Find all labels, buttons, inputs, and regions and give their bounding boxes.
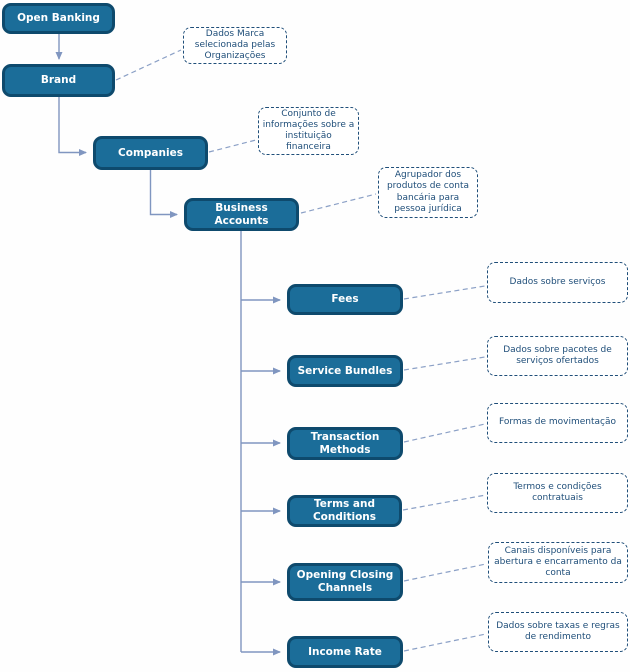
edge-companies-business-accounts: [149, 170, 178, 218]
annotation-transaction-methods: Formas de movimentação: [487, 403, 628, 443]
node-business-accounts: Business Accounts: [184, 198, 299, 231]
leader-service-bundles-note: [403, 356, 486, 371]
leader-transaction-methods-note: [403, 423, 486, 443]
leader-income-note: [403, 633, 487, 652]
leader-terms-note: [402, 494, 487, 511]
node-companies: Companies: [93, 136, 208, 170]
leader-fees-note: [403, 285, 486, 300]
annotation-service-bundles: Dados sobre pacotes de serviços ofertado…: [487, 336, 628, 376]
edge-brand-companies: [58, 97, 87, 156]
annotation-business-accounts: Agrupador dos produtos de conta bancária…: [378, 167, 478, 218]
node-brand: Brand: [2, 64, 115, 97]
annotation-brand: Dados Marca selecionada pelas Organizaçõ…: [183, 27, 287, 64]
node-fees: Fees: [287, 284, 403, 315]
annotation-opening-closing-channels: Canais disponíveis para abertura e encar…: [488, 542, 628, 583]
node-income-rate: Income Rate: [287, 636, 403, 668]
node-terms-and-conditions: Terms and Conditions: [287, 495, 402, 527]
leader-companies-note: [208, 139, 257, 153]
annotation-fees: Dados sobre serviços: [487, 262, 628, 303]
node-service-bundles: Service Bundles: [287, 355, 403, 387]
node-opening-closing-channels: Opening Closing Channels: [287, 563, 403, 601]
node-transaction-methods: Transaction Methods: [287, 427, 403, 460]
leader-opening-note: [403, 563, 487, 582]
annotation-income-rate: Dados sobre taxas e regras de rendimento: [488, 612, 628, 652]
annotation-companies: Conjunto de informações sobre a institui…: [258, 107, 359, 155]
leader-brand-note: [115, 49, 182, 81]
node-open-banking: Open Banking: [2, 3, 115, 34]
leader-business-accounts-note: [300, 193, 377, 214]
annotation-terms-and-conditions: Termos e condições contratuais: [487, 473, 628, 513]
